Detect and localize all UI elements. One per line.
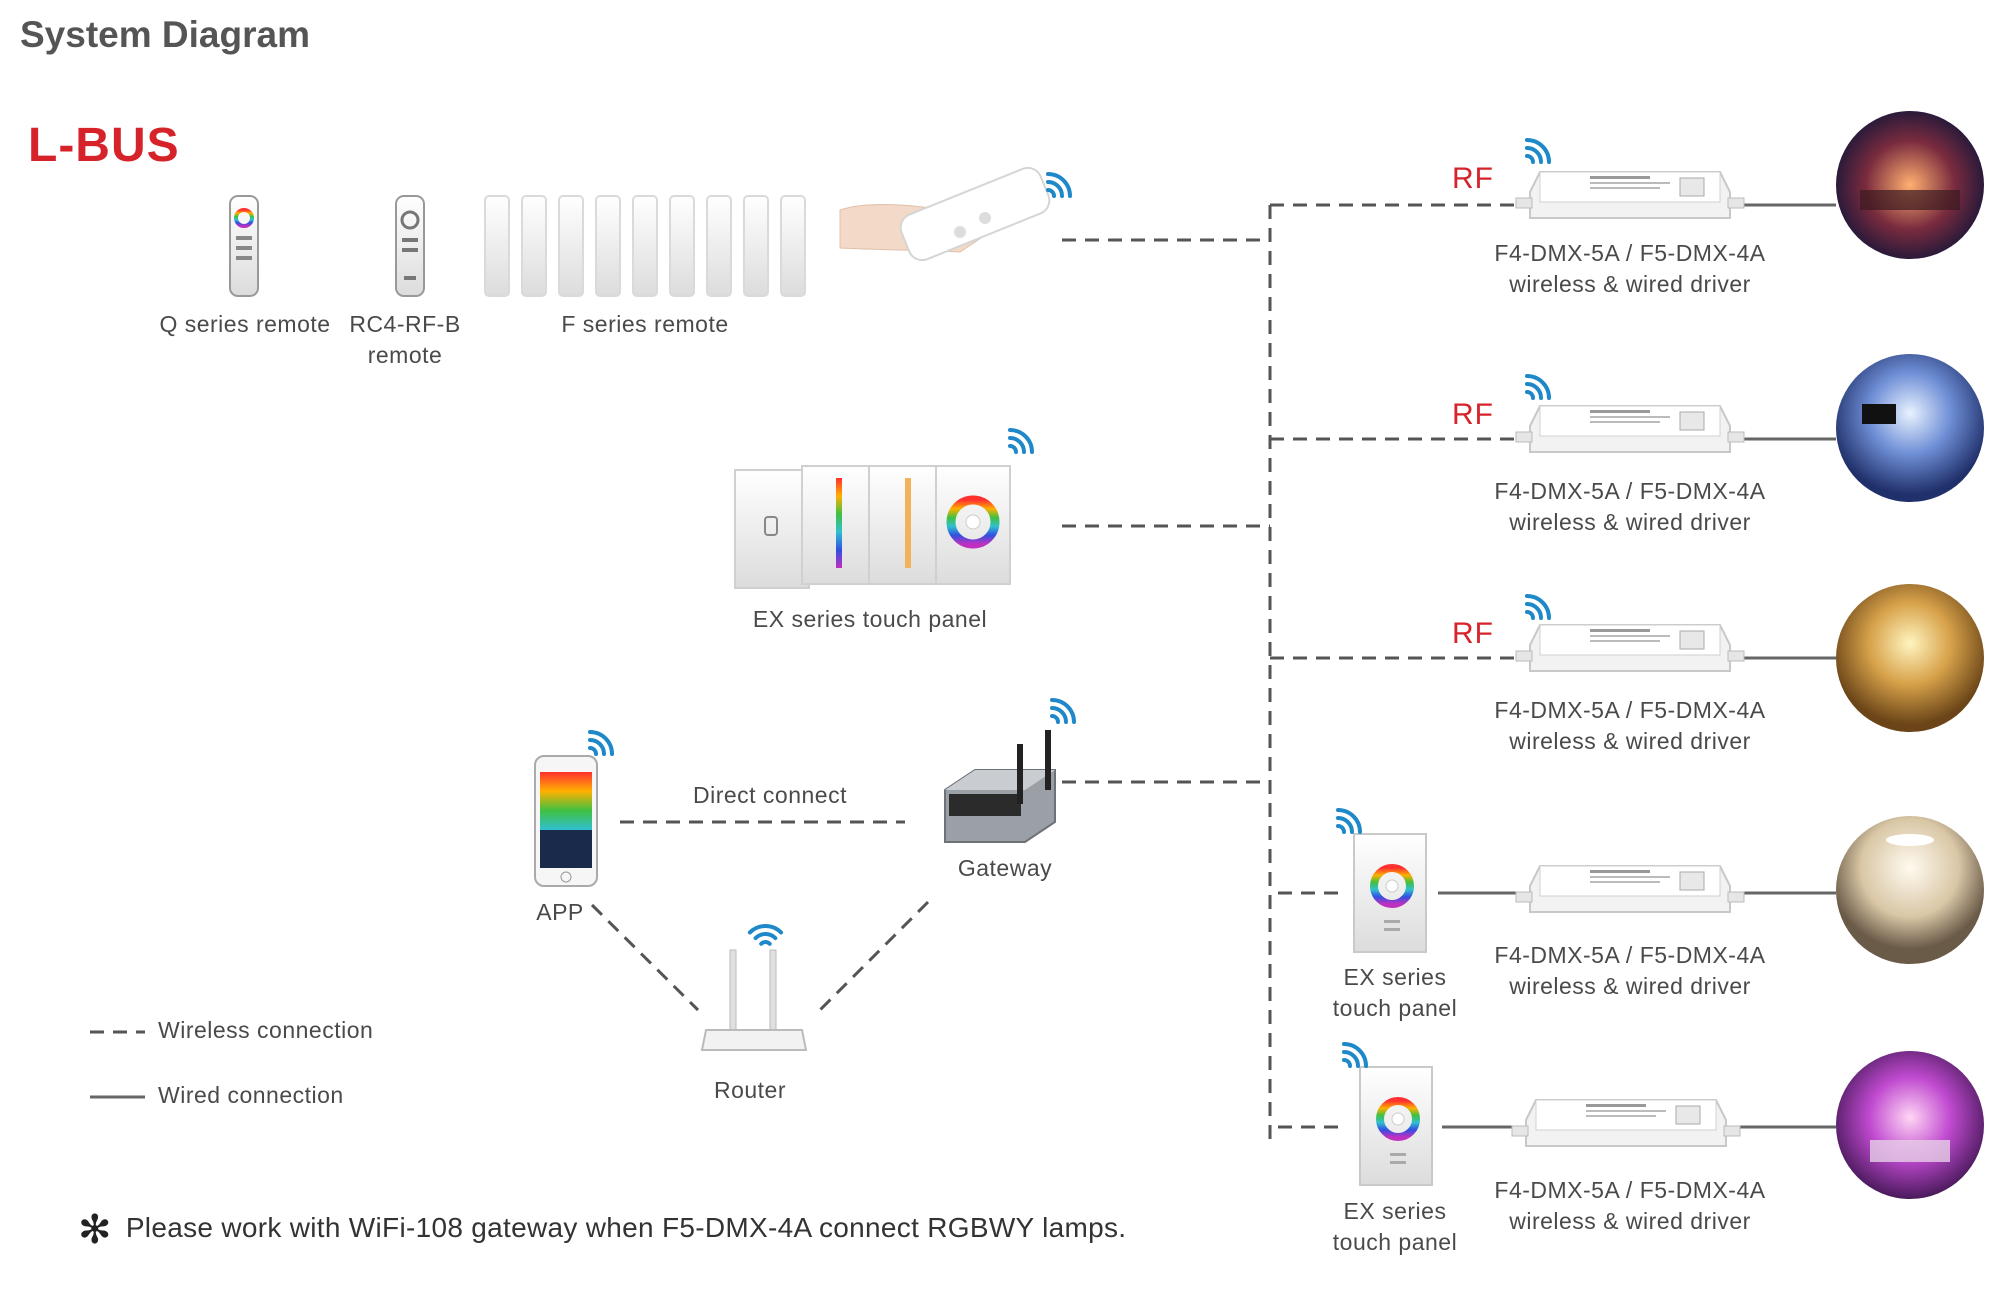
driver-model: F4-DMX-5A / F5-DMX-4A [1494,1177,1766,1203]
wifi-icon [1525,594,1551,620]
driver-desc: wireless & wired driver [1509,1208,1751,1234]
footnote-text: Please work with WiFi-108 gateway when F… [125,1212,1127,1243]
room-photo-lounge [1836,816,1984,964]
footnote: ✻ Please work with WiFi-108 gateway when … [78,1207,1126,1253]
ex-panel-label: EX series touch panel [1310,962,1480,1024]
rc4-remote [395,195,425,297]
app-router-line [590,903,700,1012]
rf-label: RF [1452,162,1494,195]
driver-model: F4-DMX-5A / F5-DMX-4A [1494,697,1766,723]
router-label: Router [713,1077,787,1103]
ex-panel-label-line2: touch panel [1332,995,1458,1021]
gateway-label: Gateway [957,855,1053,881]
room-photo-bedroom [1836,1051,1984,1199]
q-series-remote-label: Q series remote [159,311,331,337]
ex-series-panel-label: EX series touch panel [752,606,988,632]
driver-device [1515,405,1745,453]
driver-model: F4-DMX-5A / F5-DMX-4A [1494,478,1766,504]
wifi-icon [750,917,781,948]
wifi-icon [1008,428,1034,454]
ex-panel-label-line1: EX series [1343,964,1447,990]
gateway-router-line [818,900,930,1012]
q-series-remote [229,195,259,297]
asterisk-icon: ✻ [78,1208,112,1252]
ex-panel-device [1360,1067,1432,1185]
rc4-remote-label-line1: RC4-RF-B [349,311,461,337]
wifi-icon [1525,138,1551,164]
rf-label: RF [1452,398,1494,431]
wifi-icon [1336,808,1362,834]
ex-panel-label-line1: EX series [1343,1198,1447,1224]
driver-model: F4-DMX-5A / F5-DMX-4A [1494,240,1766,266]
legend-wired-label: Wired connection [158,1082,344,1108]
driver-model: F4-DMX-5A / F5-DMX-4A [1494,942,1766,968]
f-series-remotes [484,195,806,297]
wifi-icon [588,730,614,756]
wifi-icon [1342,1042,1368,1068]
driver-desc: wireless & wired driver [1509,973,1751,999]
legend-wireless-label: Wireless connection [158,1017,374,1043]
app-label: APP [536,899,584,925]
driver-label: F4-DMX-5A / F5-DMX-4A wireless & wired d… [1470,238,1790,300]
hand-with-remote [839,166,1051,262]
driver-device [1515,624,1745,672]
wifi-icon [1525,374,1551,400]
ex-panel-label: EX series touch panel [1310,1196,1480,1258]
driver-label: F4-DMX-5A / F5-DMX-4A wireless & wired d… [1470,695,1790,757]
room-photo-living-room [1836,354,1984,502]
driver-device [1515,171,1745,219]
rc4-remote-label: RC4-RF-B remote [340,309,470,371]
wifi-icon [1046,172,1072,198]
rc4-remote-label-line2: remote [367,342,443,368]
driver-desc: wireless & wired driver [1509,509,1751,535]
page-title: System Diagram [20,14,310,55]
direct-connect-label: Direct connect [692,782,847,808]
driver-label: F4-DMX-5A / F5-DMX-4A wireless & wired d… [1470,940,1790,1002]
ex-panel-label-line2: touch panel [1332,1229,1458,1255]
rf-label: RF [1452,617,1494,650]
driver-device [1511,1099,1741,1147]
brand-logo: L-BUS [28,119,180,172]
wifi-icon [1050,698,1076,724]
driver-device [1515,865,1745,913]
f-series-remote-label: F series remote [561,311,729,337]
driver-desc: wireless & wired driver [1509,271,1751,297]
room-photo-home-theater [1836,111,1984,259]
gateway-device [944,730,1056,843]
wireless-connections [90,203,1516,1140]
ex-series-panels [734,465,1011,589]
app-phone [534,755,598,887]
driver-label: F4-DMX-5A / F5-DMX-4A wireless & wired d… [1470,1175,1790,1237]
router-device [700,949,808,1051]
room-photo-hall [1836,584,1984,732]
driver-label: F4-DMX-5A / F5-DMX-4A wireless & wired d… [1470,476,1790,538]
ex-panel-device [1354,834,1426,952]
driver-desc: wireless & wired driver [1509,728,1751,754]
